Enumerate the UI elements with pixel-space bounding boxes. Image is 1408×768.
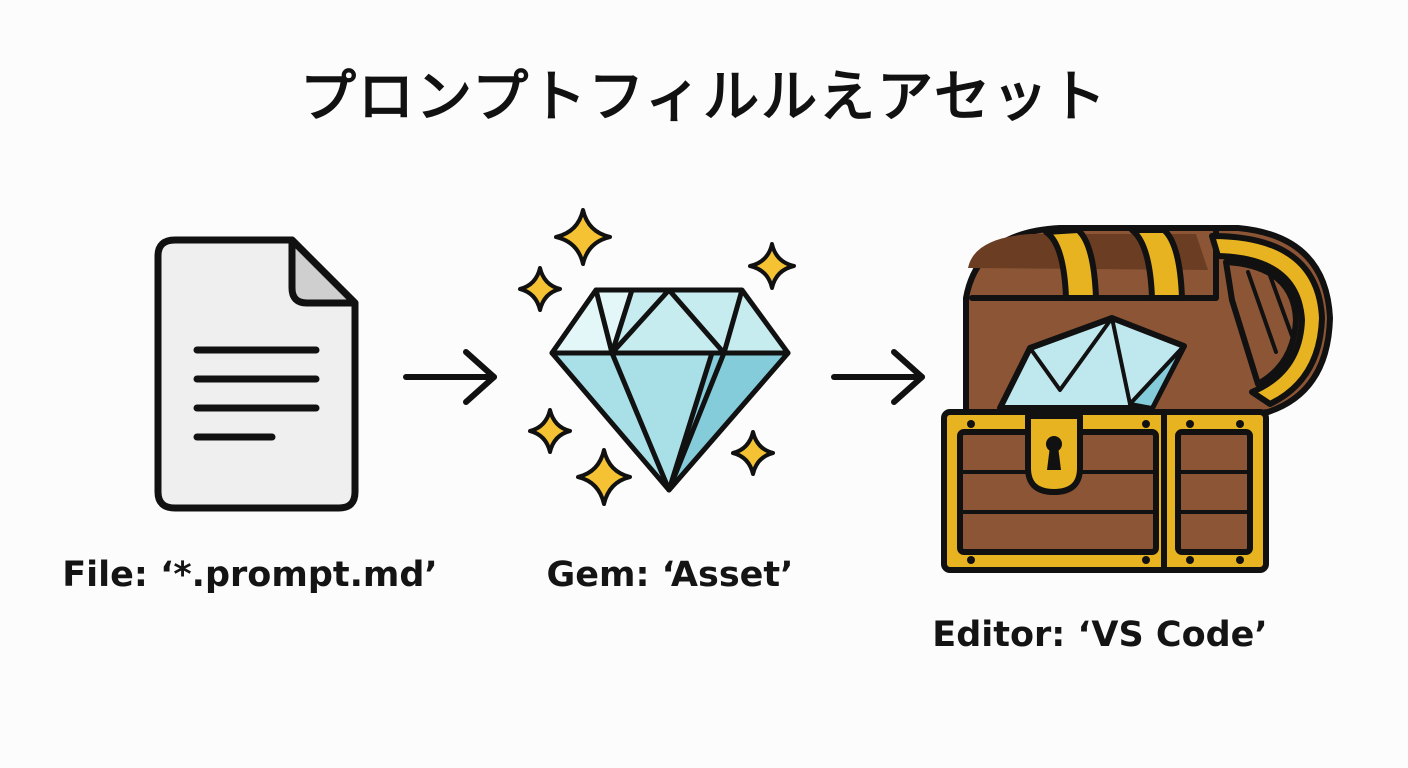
- treasure-chest-icon: [941, 225, 1333, 573]
- diamond-icon: [549, 287, 791, 493]
- arrow-gem-to-editor: [831, 349, 925, 405]
- document-icon: [154, 236, 359, 512]
- arrow-file-to-gem: [403, 349, 497, 405]
- editor-label: Editor: ‘VS Code’: [932, 615, 1268, 655]
- sparkle-icon: [518, 208, 796, 506]
- page-title: プロンプトフィルルえアセット: [299, 65, 1109, 130]
- file-label: File: ‘*.prompt.md’: [62, 555, 438, 595]
- gem-label: Gem: ‘Asset’: [546, 555, 794, 595]
